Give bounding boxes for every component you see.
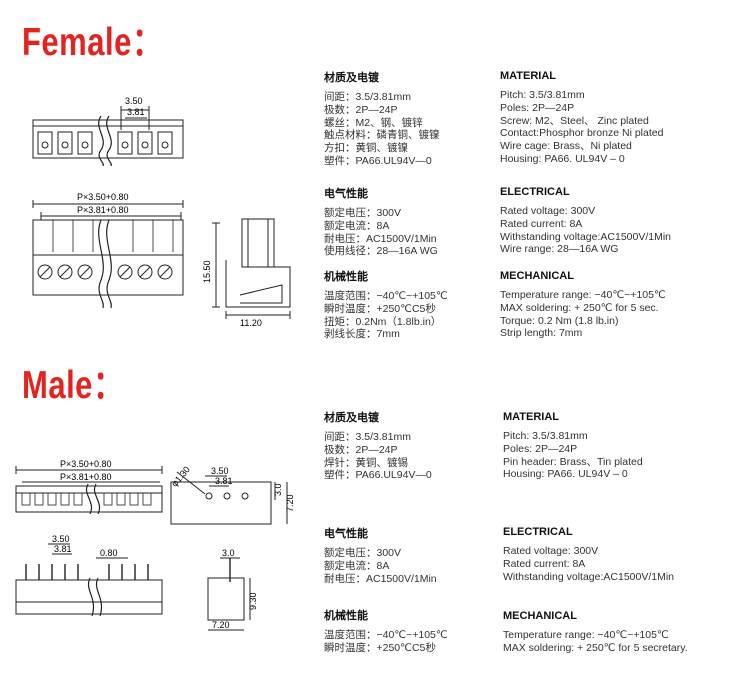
spec-line: 间距：3.5/3.81mm bbox=[324, 431, 411, 443]
spec-line: 瞬时温度：+250℃C5秒 bbox=[324, 641, 436, 654]
male-pin-gap: 0.80 bbox=[100, 548, 118, 558]
male-side-top: 3.0 bbox=[222, 548, 235, 558]
male-en-electrical-heading: ELECTRICAL bbox=[503, 526, 573, 538]
male-len-a: P×3.50+0.80 bbox=[60, 459, 112, 469]
female-pitch-b: 3.81 bbox=[127, 107, 145, 117]
spec-line: Temperature range: −40℃~+105℃ bbox=[503, 629, 669, 641]
spec-line: 耐电压：AC1500V/1Min bbox=[324, 232, 437, 245]
female-pitch-a: 3.50 bbox=[125, 96, 143, 106]
female-side-view: 15.50 11.20 bbox=[202, 218, 291, 328]
female-cn-material: 材质及电镀 间距：3.5/3.81mm 极数：2P—24P 螺丝：M2、钢、镀锌… bbox=[324, 72, 440, 168]
male-h1: 3.0 bbox=[273, 483, 283, 496]
male-cn-mechanical-heading: 机械性能 bbox=[324, 610, 368, 622]
spec-line: Pin header: Brass、Tin plated bbox=[503, 455, 643, 468]
male-front-view: 3.50 3.81 0.80 bbox=[15, 534, 163, 617]
male-len-b: P×3.81+0.80 bbox=[60, 472, 112, 482]
spec-line: MAX soldering: + 250℃ for 5 secretary. bbox=[503, 641, 688, 654]
spec-line: Withstanding voltage:AC1500V/1Min bbox=[500, 230, 672, 243]
male-pitch-b: 3.81 bbox=[215, 476, 233, 486]
female-front-view: P×3.50+0.80 P×3.81+0.80 bbox=[32, 192, 184, 309]
spec-line: 方扣：黄铜、镀镍 bbox=[324, 142, 408, 155]
spec-line: Pitch: 3.5/3.81mm bbox=[503, 430, 588, 442]
spec-line: Withstanding voltage:AC1500V/1Min bbox=[503, 570, 675, 583]
male-top-view: P×3.50+0.80 P×3.81+0.80 bbox=[15, 459, 163, 515]
spec-line: 间距：3.5/3.81mm bbox=[324, 91, 411, 103]
spec-line: Strip length: 7mm bbox=[500, 327, 583, 340]
male-front-pitch-a: 3.50 bbox=[52, 534, 70, 544]
female-cn-electrical: 电气性能 额定电压：300V 额定电流：8A 耐电压：AC1500V/1Min … bbox=[324, 188, 438, 258]
spec-line: 焊针：黄铜、镀锡 bbox=[324, 456, 408, 469]
male-en-material: MATERIAL Pitch: 3.5/3.81mm Poles: 2P—24P… bbox=[503, 411, 643, 481]
spec-line: 剥线长度：7mm bbox=[324, 328, 400, 341]
spec-line: Housing: PA66. UL94V – 0 bbox=[503, 468, 628, 481]
spec-line: 温度范围：−40℃~+105℃ bbox=[324, 290, 448, 302]
male-cn-electrical-heading: 电气性能 bbox=[324, 528, 368, 540]
male-cn-material-heading: 材质及电镀 bbox=[324, 412, 379, 424]
female-cn-electrical-heading: 电气性能 bbox=[324, 188, 368, 200]
female-cn-material-heading: 材质及电镀 bbox=[324, 72, 379, 84]
male-title: Male： bbox=[22, 363, 125, 407]
male-hole: φ1.30 bbox=[169, 464, 192, 488]
female-title: Female： bbox=[22, 20, 164, 64]
female-en-electrical: ELECTRICAL Rated voltage: 300V Rated cur… bbox=[500, 186, 671, 256]
spec-line: Wire range: 28—16A WG bbox=[500, 243, 619, 256]
male-cn-material: 材质及电镀 间距：3.5/3.81mm 极数：2P—24P 焊针：黄铜、镀锡 塑… bbox=[324, 412, 432, 482]
spec-line: Rated current: 8A bbox=[500, 217, 583, 230]
spec-line: 额定电压：300V bbox=[324, 207, 402, 219]
female-top-view: 3.50 3.81 bbox=[32, 96, 184, 167]
male-side-h: 9.30 bbox=[248, 592, 258, 610]
male-en-mechanical-heading: MECHANICAL bbox=[503, 610, 577, 622]
spec-line: Poles: 2P—24P bbox=[500, 101, 575, 114]
female-depth: 11.20 bbox=[240, 318, 262, 328]
spec-line: Contact:Phosphor bronze Ni plated bbox=[500, 127, 664, 140]
spec-line: 塑件：PA66.UL94V—0 bbox=[324, 154, 432, 167]
male-side-w: 7.20 bbox=[212, 620, 230, 630]
female-en-mechanical: MECHANICAL Temperature range: −40℃~+105℃… bbox=[500, 270, 666, 340]
female-en-material-heading: MATERIAL bbox=[500, 70, 557, 82]
spec-line: 使用线径：28—16A WG bbox=[324, 245, 438, 258]
spec-line: Wire cage: Brass、Ni plated bbox=[500, 140, 632, 153]
spec-line: 扭矩：0.2Nm（1.8lb.in） bbox=[324, 315, 442, 328]
spec-line: Rated voltage: 300V bbox=[503, 545, 599, 557]
spec-line: 塑件：PA66.UL94V—0 bbox=[324, 469, 432, 482]
male-cn-electrical: 电气性能 额定电压：300V 额定电流：8A 耐电压：AC1500V/1Min bbox=[324, 528, 437, 585]
female-en-mechanical-heading: MECHANICAL bbox=[500, 270, 574, 282]
spec-line: 瞬时温度：+250℃C5秒 bbox=[324, 302, 436, 315]
spec-line: Pitch: 3.5/3.81mm bbox=[500, 89, 585, 101]
spec-line: 温度范围：−40℃~+105℃ bbox=[324, 629, 448, 641]
spec-line: 额定电流：8A bbox=[324, 559, 390, 572]
female-cn-mechanical: 机械性能 温度范围：−40℃~+105℃ 瞬时温度：+250℃C5秒 扭矩：0.… bbox=[324, 271, 448, 341]
female-en-material: MATERIAL Pitch: 3.5/3.81mm Poles: 2P—24P… bbox=[500, 70, 663, 166]
male-h2: 7.20 bbox=[285, 494, 295, 512]
female-height: 15.50 bbox=[202, 260, 212, 283]
spec-line: Poles: 2P—24P bbox=[503, 442, 578, 455]
spec-line: 额定电压：300V bbox=[324, 547, 402, 559]
male-cn-mechanical: 机械性能 温度范围：−40℃~+105℃ 瞬时温度：+250℃C5秒 bbox=[324, 610, 448, 655]
female-cn-mechanical-heading: 机械性能 bbox=[324, 271, 368, 283]
male-front-pitch-b: 3.81 bbox=[54, 544, 72, 554]
spec-line: Rated voltage: 300V bbox=[500, 205, 596, 217]
male-side-view: 3.0 9.30 7.20 bbox=[207, 548, 258, 631]
spec-line: 耐电压：AC1500V/1Min bbox=[324, 572, 437, 585]
male-pitch-a: 3.50 bbox=[211, 466, 229, 476]
spec-line: Rated current: 8A bbox=[503, 557, 586, 570]
spec-line: 额定电流：8A bbox=[324, 219, 390, 232]
spec-line: Torque: 0.2 Nm (1.8 lb.in) bbox=[500, 314, 619, 327]
male-en-material-heading: MATERIAL bbox=[503, 411, 560, 423]
spec-line: 螺丝：M2、钢、镀锌 bbox=[324, 116, 423, 129]
spec-line: 触点材料：磷青铜、镀镍 bbox=[324, 129, 440, 142]
female-en-electrical-heading: ELECTRICAL bbox=[500, 186, 570, 198]
male-en-electrical: ELECTRICAL Rated voltage: 300V Rated cur… bbox=[503, 526, 674, 583]
male-en-mechanical: MECHANICAL Temperature range: −40℃~+105℃… bbox=[503, 610, 688, 655]
male-end-view: φ1.30 3.50 3.81 3.0 7.20 bbox=[169, 464, 295, 525]
spec-line: Screw: M2、Steel、 Zinc plated bbox=[500, 114, 649, 127]
spec-line: Temperature range: −40℃~+105℃ bbox=[500, 289, 666, 301]
spec-line: 极数：2P—24P bbox=[324, 443, 398, 456]
spec-line: MAX soldering: + 250℃ for 5 sec. bbox=[500, 301, 659, 314]
female-len-b: P×3.81+0.80 bbox=[77, 205, 129, 215]
female-len-a: P×3.50+0.80 bbox=[77, 192, 129, 202]
spec-line: Housing: PA66. UL94V – 0 bbox=[500, 152, 625, 165]
spec-line: 极数：2P—24P bbox=[324, 103, 398, 116]
